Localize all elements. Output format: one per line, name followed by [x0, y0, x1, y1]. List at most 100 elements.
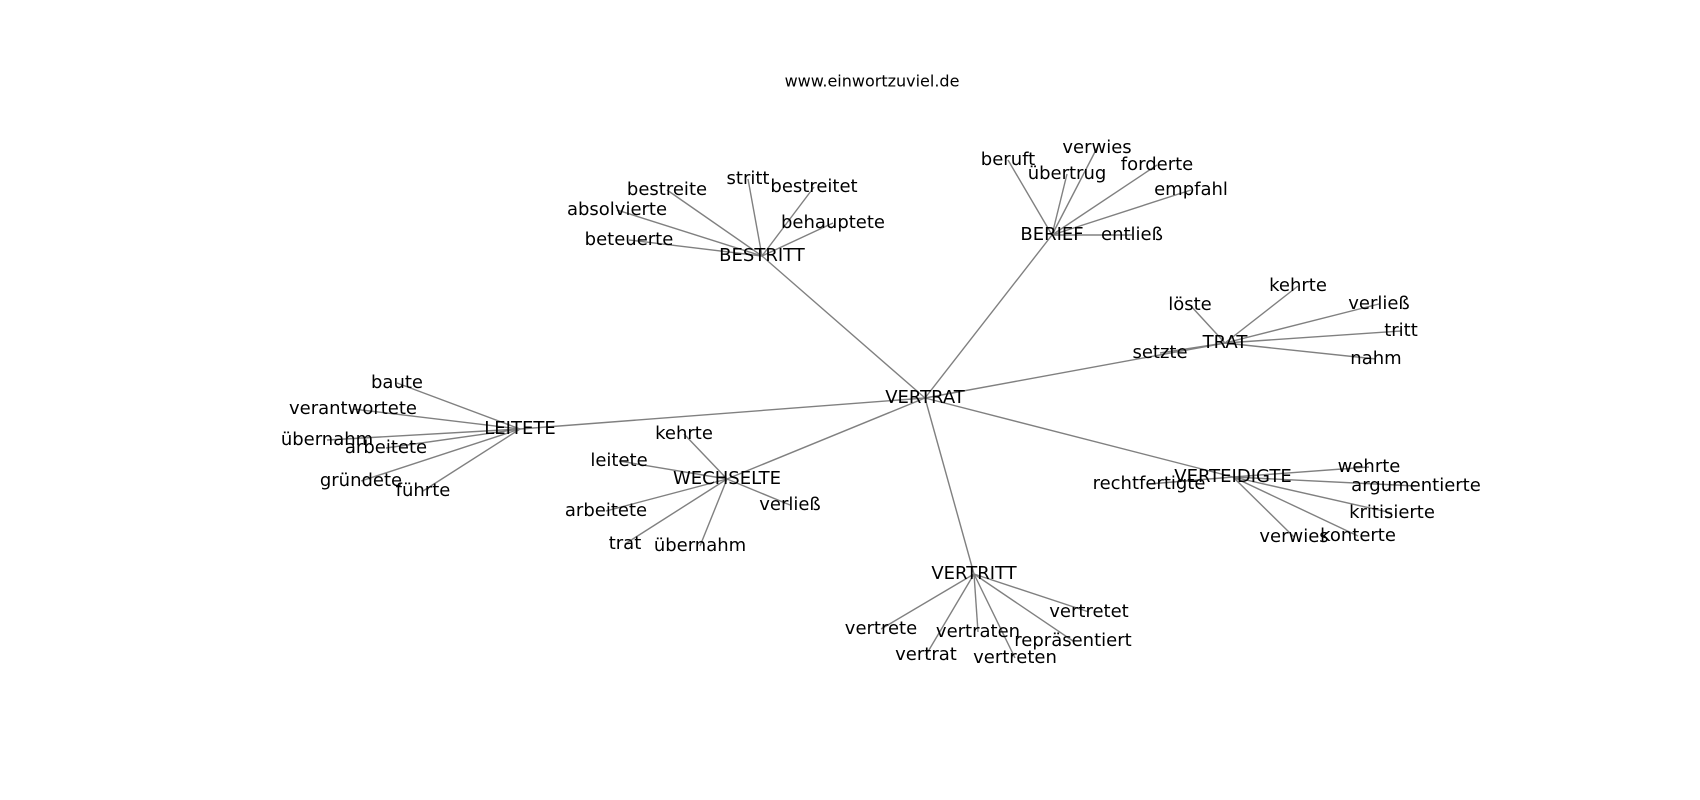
edge-hub-to-word	[973, 573, 1016, 659]
word-node-label: leitete	[590, 450, 647, 471]
word-node-label: verantwortete	[289, 398, 417, 419]
edge-root-to-hub	[726, 397, 926, 480]
edge-hub-to-word	[973, 573, 1074, 642]
edge-hub-to-word	[761, 186, 815, 257]
word-node-label: arbeitete	[565, 500, 647, 521]
word-node-label: trat	[609, 533, 642, 554]
word-node-label: kehrte	[1269, 275, 1327, 296]
word-node-label: arbeitete	[345, 437, 427, 458]
hub-node-label: BERIEF	[1020, 224, 1083, 245]
word-node-label: baute	[371, 372, 423, 393]
edge-hub-to-word	[925, 573, 975, 656]
edge-hub-to-word	[1232, 476, 1359, 537]
hub-node-label: LEITETE	[484, 418, 555, 439]
word-node-label: nahm	[1350, 348, 1401, 369]
edge-hub-to-word	[422, 428, 521, 492]
word-node-label: verließ	[759, 494, 821, 515]
edge-root-to-hub	[761, 255, 926, 399]
word-node-label: verwies	[1062, 137, 1131, 158]
edge-hub-to-word	[1051, 189, 1192, 236]
edge-hub-to-word	[880, 573, 975, 630]
edge-hub-to-word	[1232, 476, 1295, 538]
edge-hub-to-word	[1224, 285, 1299, 344]
edge-hub-to-word	[973, 573, 979, 633]
edge-root-to-hub	[924, 234, 1053, 399]
edge-hub-to-word	[1232, 476, 1417, 487]
edge-hub-to-word	[616, 209, 763, 257]
edge-hub-to-word	[624, 478, 728, 545]
edge-hub-to-word	[385, 428, 521, 449]
edge-hub-to-word	[973, 573, 1090, 613]
edge-hub-to-word	[628, 239, 763, 257]
word-node-label: vertrat	[895, 644, 957, 665]
edge-hub-to-word	[1051, 164, 1158, 236]
word-node-label: repräsentiert	[1014, 630, 1131, 651]
edge-hub-to-word	[666, 189, 763, 257]
word-node-label: führte	[396, 480, 451, 501]
word-node-label: vertreten	[973, 647, 1057, 668]
word-node-label: gründete	[320, 470, 402, 491]
edge-root-to-hub	[924, 342, 1226, 399]
edge-hub-to-word	[1224, 303, 1380, 344]
edge-hub-to-word	[1007, 159, 1053, 236]
hub-node-label: VERTRITT	[931, 563, 1017, 584]
root-node-label: VERTRAT	[885, 387, 966, 408]
edge-root-to-hub	[519, 397, 926, 430]
word-node-label: tritt	[1384, 320, 1418, 341]
word-node-label: übertrug	[1028, 163, 1107, 184]
hub-node-label: VERTEIDIGTE	[1174, 466, 1291, 487]
word-node-label: entließ	[1101, 224, 1163, 245]
word-node-label: kritisierte	[1349, 502, 1435, 523]
word-node-label: verwies	[1259, 526, 1328, 547]
hub-node-label: TRAT	[1202, 332, 1249, 353]
word-node-label: löste	[1168, 294, 1212, 315]
edge-hub-to-word	[1232, 466, 1370, 478]
edge-hub-to-word	[326, 428, 521, 441]
edge-hub-to-word	[1159, 342, 1226, 354]
word-node-label: übernahm	[654, 535, 746, 556]
hub-node-label: BESTRITT	[719, 245, 806, 266]
edge-hub-to-word	[1051, 173, 1068, 236]
edge-hub-to-word	[352, 408, 521, 430]
edge-hub-to-word	[1232, 476, 1393, 514]
word-node-label: forderte	[1121, 154, 1193, 175]
word-node-label: beruft	[981, 149, 1035, 170]
edge-hub-to-word	[699, 478, 728, 547]
edge-hub-to-word	[1224, 342, 1377, 360]
word-node-label: wehrte	[1338, 456, 1401, 477]
word-node-label: beteuerte	[585, 229, 674, 250]
word-node-label: behauptete	[781, 212, 885, 233]
edge-hub-to-word	[1051, 147, 1098, 236]
edge-root-to-hub	[924, 397, 975, 575]
hub-node-label: WECHSELTE	[673, 468, 781, 489]
edge-hub-to-word	[1148, 476, 1234, 485]
word-node-label: stritt	[727, 168, 770, 189]
word-node-label: empfahl	[1154, 179, 1228, 200]
word-node-label: vertretet	[1049, 601, 1128, 622]
word-node-label: verließ	[1348, 293, 1410, 314]
word-node-label: argumentierte	[1351, 475, 1481, 496]
word-node-label: absolvierte	[567, 199, 667, 220]
edge-hub-to-word	[618, 460, 728, 480]
word-node-label: bestreitet	[770, 176, 857, 197]
word-node-label: setzte	[1132, 342, 1187, 363]
word-node-label: rechtfertigte	[1093, 473, 1206, 494]
edge-hub-to-word	[726, 478, 791, 506]
edge-hub-to-word	[396, 382, 521, 430]
edge-hub-to-word	[1224, 330, 1402, 344]
word-node-label: übernahm	[281, 429, 373, 450]
word-node-label: vertrete	[845, 618, 917, 639]
site-title: www.einwortzuviel.de	[785, 72, 960, 91]
word-node-label: bestreite	[627, 179, 707, 200]
word-node-label: konterte	[1320, 525, 1396, 546]
edge-layer	[326, 147, 1417, 659]
edge-hub-to-word	[683, 433, 728, 480]
edge-hub-to-word	[605, 478, 728, 512]
word-node-label: kehrte	[655, 423, 713, 444]
word-node-label: vertraten	[936, 621, 1020, 642]
edge-root-to-hub	[924, 397, 1234, 478]
edge-hub-to-word	[747, 178, 763, 257]
edge-hub-to-word	[761, 222, 834, 257]
